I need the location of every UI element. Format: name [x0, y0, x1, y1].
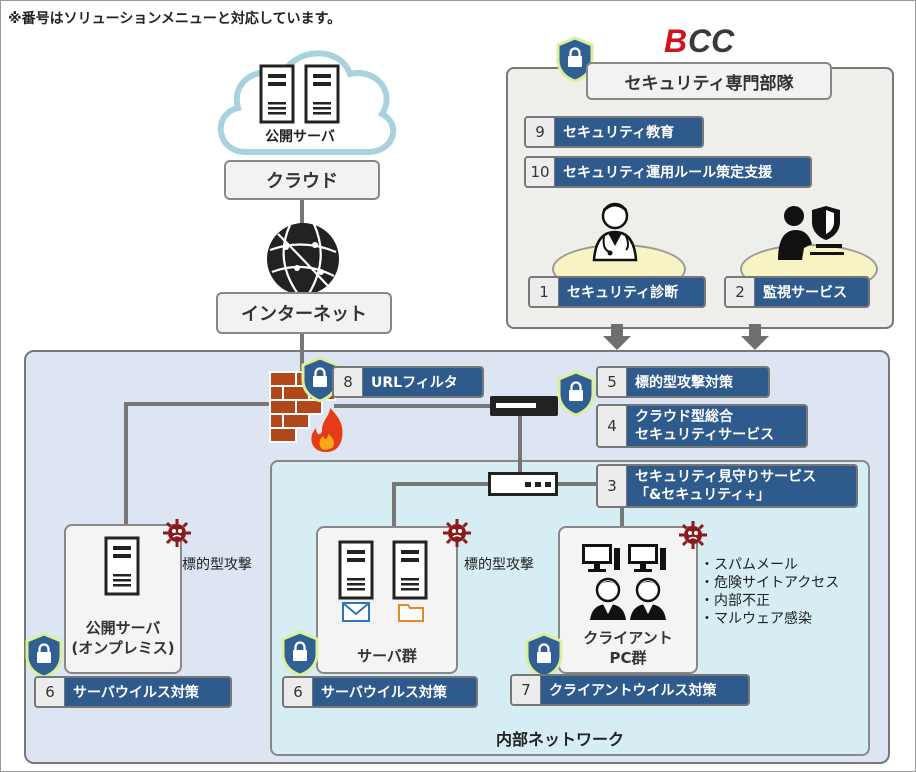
solution-badge-4[interactable]: 4 クラウド型総合 セキュリティサービス — [596, 404, 808, 448]
badge-number: 8 — [334, 368, 363, 396]
svg-text:B: B — [664, 24, 687, 58]
attack-label: 標的型攻撃 — [182, 557, 252, 573]
badge-number: 3 — [598, 466, 627, 506]
badge-label-line2: 「&セキュリティ+」 — [635, 487, 771, 503]
virus-icon — [162, 518, 192, 548]
svg-text:CC: CC — [688, 24, 735, 58]
link-internet-firewall — [300, 330, 304, 376]
globe-icon — [264, 220, 342, 298]
badge-number: 1 — [530, 278, 559, 306]
badge-number: 2 — [726, 278, 755, 306]
solution-badge-7[interactable]: 7 クライアントウイルス対策 — [510, 674, 750, 706]
internal-network-label: 内部ネットワーク — [495, 730, 624, 749]
user-icon — [588, 577, 628, 620]
user-icon — [628, 577, 668, 620]
bcc-logo: B CC — [662, 23, 762, 59]
shield-icon — [281, 630, 319, 676]
threat-item: マルウェア感染 — [700, 610, 839, 628]
badge-label: クラウド型総合 セキュリティサービス — [627, 406, 806, 446]
badge-label: 標的型攻撃対策 — [627, 368, 768, 396]
link-servers-vertical — [392, 482, 396, 528]
cloud-server-label: 公開サーバ — [265, 129, 335, 145]
client-pc-label: クライアント PC群 — [558, 628, 698, 668]
shield-icon — [557, 370, 595, 416]
badge-number: 4 — [598, 406, 627, 446]
solution-badge-10[interactable]: 10 セキュリティ運用ルール策定支援 — [524, 156, 812, 188]
threat-item: 危険サイトアクセス — [700, 574, 839, 592]
badge-label-line1: セキュリティ見守りサービス — [635, 469, 817, 485]
switch-icon — [488, 472, 558, 496]
shield-icon — [25, 632, 63, 678]
badge-label: セキュリティ診断 — [559, 278, 704, 306]
badge-label: クライアントウイルス対策 — [541, 676, 748, 704]
badge-label: サーバウイルス対策 — [65, 678, 230, 706]
arrow-down-icon — [741, 324, 769, 350]
shield-icon — [525, 632, 563, 678]
badge-number: 7 — [512, 676, 541, 704]
server-icon — [104, 536, 140, 596]
badge-label: サーバウイルス対策 — [313, 678, 476, 706]
badge-number: 5 — [598, 368, 627, 396]
client-threat-list: スパムメール 危険サイトアクセス 内部不正 マルウェア感染 — [700, 556, 839, 628]
solution-badge-2[interactable]: 2 監視サービス — [724, 276, 870, 308]
badge-label: 監視サービス — [755, 278, 868, 306]
badge-label: セキュリティ教育 — [555, 118, 702, 146]
cloud-plate: クラウド — [224, 160, 380, 200]
badge-label: セキュリティ運用ルール策定支援 — [555, 158, 810, 186]
badge-label-line1: クラウド型総合 — [635, 409, 733, 425]
virus-icon — [678, 520, 708, 550]
attack-label: 標的型攻撃 — [464, 557, 534, 573]
badge-number: 9 — [526, 118, 555, 146]
badge-number: 6 — [36, 678, 65, 706]
arrow-down-icon — [603, 324, 631, 350]
link-switch-servers — [392, 482, 492, 486]
onprem-label-line2: (オンプレミス) — [71, 639, 175, 657]
link-onprem-vertical — [124, 402, 128, 526]
security-team-title: セキュリティ専門部隊 — [586, 62, 832, 100]
virus-icon — [442, 518, 472, 548]
onprem-label-line1: 公開サーバ — [85, 619, 161, 637]
solution-badge-6-servers[interactable]: 6 サーバウイルス対策 — [282, 676, 478, 708]
solution-badge-1[interactable]: 1 セキュリティ診断 — [528, 276, 706, 308]
doctor-icon — [584, 200, 646, 262]
solution-badge-8[interactable]: 8 URLフィルタ — [332, 366, 484, 398]
threat-item: スパムメール — [700, 556, 839, 574]
badge-number: 6 — [284, 678, 313, 706]
client-label-line1: クライアント — [583, 629, 673, 647]
folder-icon — [398, 602, 424, 622]
badge-number: 10 — [526, 158, 555, 186]
pc-monitors-icon — [580, 544, 674, 574]
link-router-switch — [518, 416, 522, 472]
cloud-server-icon-1 — [259, 64, 295, 124]
solution-badge-9[interactable]: 9 セキュリティ教育 — [524, 116, 704, 148]
server-icon — [338, 540, 374, 600]
diagram-note: ※番号はソリューションメニューと対応しています。 — [8, 11, 342, 27]
client-label-line2: PC群 — [609, 649, 647, 667]
mail-icon — [342, 602, 370, 622]
badge-label: URLフィルタ — [363, 368, 482, 396]
monitoring-operator-icon — [774, 204, 846, 260]
solution-badge-5[interactable]: 5 標的型攻撃対策 — [596, 366, 770, 398]
server-icon — [392, 540, 428, 600]
onprem-server-label: 公開サーバ (オンプレミス) — [64, 618, 182, 658]
solution-badge-6-onprem[interactable]: 6 サーバウイルス対策 — [34, 676, 232, 708]
router-icon — [490, 396, 558, 416]
cloud-server-icon-2 — [304, 64, 340, 124]
badge-label: セキュリティ見守りサービス 「&セキュリティ+」 — [627, 466, 856, 506]
link-switch-clients — [558, 482, 622, 486]
internet-plate: インターネット — [216, 292, 392, 334]
badge-label-line2: セキュリティサービス — [635, 427, 775, 443]
link-firewall-router — [334, 404, 494, 408]
link-firewall-onprem — [124, 402, 284, 406]
server-group-label: サーバ群 — [357, 647, 417, 665]
solution-badge-3[interactable]: 3 セキュリティ見守りサービス 「&セキュリティ+」 — [596, 464, 858, 508]
threat-item: 内部不正 — [700, 592, 839, 610]
